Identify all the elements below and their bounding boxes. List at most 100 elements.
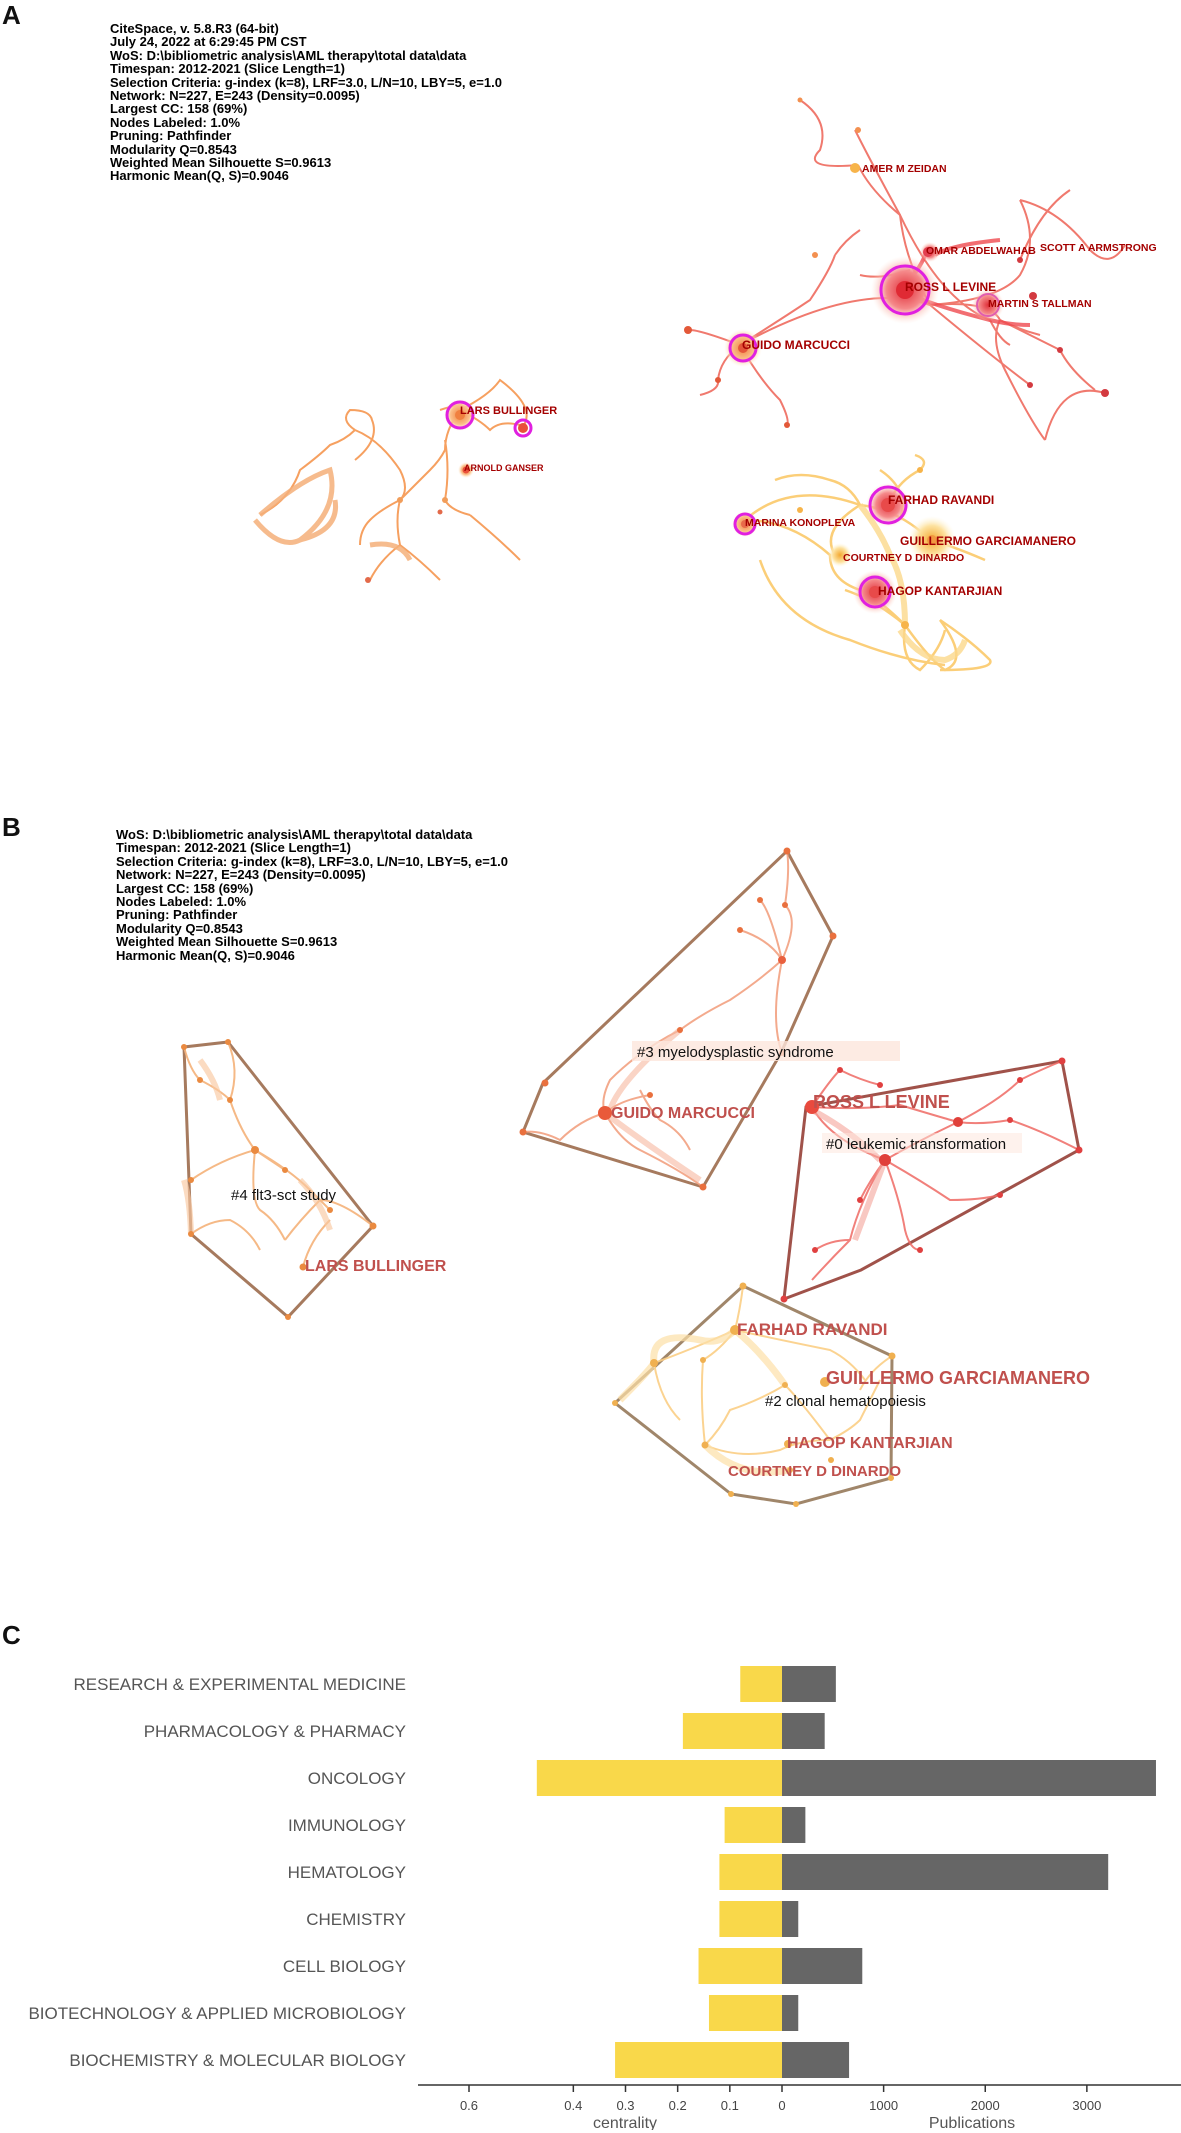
publications-tick-label: 2000 (971, 2098, 1000, 2113)
b-info-line: Largest CC: 158 (69%) (116, 880, 254, 896)
label-guido-marcucci: GUIDO MARCUCCI (742, 338, 850, 352)
publications-bar (782, 2042, 850, 2078)
a-info-line: Network: N=227, E=243 (Density=0.0095) (110, 88, 360, 104)
cluster-hulls (182, 848, 1081, 1506)
publications-bar (782, 1666, 836, 1702)
label-arnold-ganser: ARNOLD GANSER (464, 463, 544, 473)
b-label-farhad-ravandi: FARHAD RAVANDI (737, 1320, 887, 1339)
centrality-bar (708, 1995, 782, 2031)
a-info-line: July 24, 2022 at 6:29:45 PM CST (110, 34, 307, 50)
panel-b-letter: B (2, 812, 21, 842)
centrality-bar (682, 1713, 782, 1749)
panel-c-letter: C (2, 1620, 21, 1650)
label-omar-abdelwahab: OMAR ABDELWAHAB (926, 245, 1036, 257)
panel-b-info-block: WoS: D:\bibliometric analysis\AML therap… (116, 828, 508, 962)
category-label: ONCOLOGY (308, 1769, 406, 1788)
centrality-tick-label: 0.3 (616, 2098, 634, 2113)
centrality-tick-label: 0.2 (669, 2098, 687, 2113)
b-info-line: Timespan: 2012-2021 (Slice Length=1) (116, 840, 351, 856)
publications-bar (782, 1807, 806, 1843)
b-label-lars-bullinger: LARS BULLINGER (305, 1258, 447, 1275)
a-info-line: WoS: D:\bibliometric analysis\AML therap… (110, 47, 467, 63)
a-info-line: Timespan: 2012-2021 (Slice Length=1) (110, 61, 345, 77)
label-lars-bullinger: LARS BULLINGER (460, 405, 557, 417)
category-label: RESEARCH & EXPERIMENTAL MEDICINE (73, 1675, 406, 1694)
publications-bar (782, 1948, 863, 1984)
centrality-tick-label: 0.4 (564, 2098, 582, 2113)
a-info-line: Largest CC: 158 (69%) (110, 101, 248, 117)
b-info-line: Network: N=227, E=243 (Density=0.0095) (116, 867, 366, 883)
panel-a-labels: AMER M ZEIDAN OMAR ABDELWAHAB SCOTT A AR… (460, 163, 1157, 598)
b-info-line: Pruning: Pathfinder (116, 907, 238, 923)
panel-a-network: AMER M ZEIDAN OMAR ABDELWAHAB SCOTT A AR… (253, 97, 1157, 672)
panel-c-bar-chart: RESEARCH & EXPERIMENTAL MEDICINE PHARMACO… (28, 1666, 1181, 2130)
category-label: CHEMISTRY (306, 1910, 406, 1929)
b-info-line: Modularity Q=0.8543 (116, 920, 243, 936)
panel-a-letter: A (2, 0, 21, 30)
centrality-bar (698, 1948, 782, 1984)
b-info-line: Nodes Labeled: 1.0% (116, 894, 247, 910)
centrality-bar (740, 1666, 782, 1702)
centrality-bar (724, 1807, 782, 1843)
b-info-line: Harmonic Mean(Q, S)=0.9046 (116, 947, 295, 963)
b-info-line: Selection Criteria: g-index (k=8), LRF=3… (116, 853, 508, 869)
label-ross-levine: ROSS L LEVINE (905, 280, 996, 294)
label-scott-armstrong: SCOTT A ARMSTRONG (1040, 242, 1157, 254)
panel-b-author-labels: GUIDO MARCUCCI ROSS L LEVINE LARS BULLIN… (305, 1092, 1090, 1480)
centrality-tick-label: 0 (778, 2098, 785, 2113)
cluster-label-2: #2 clonal hematopoiesis (765, 1393, 926, 1410)
category-label: BIOTECHNOLOGY & APPLIED MICROBIOLOGY (28, 2004, 406, 2023)
publications-bar (782, 1760, 1156, 1796)
hull-cluster-4 (182, 1040, 375, 1320)
cluster-label-3: #3 myelodysplastic syndrome (637, 1044, 834, 1061)
panel-b-nodes (181, 847, 1083, 1507)
centrality-tick-label: 0.6 (460, 2098, 478, 2113)
panel-a-info-block: CiteSpace, v. 5.8.R3 (64-bit)July 24, 20… (110, 22, 502, 183)
centrality-bar (719, 1901, 782, 1937)
centrality-bar (536, 1760, 782, 1796)
centrality-tick-label: 0.1 (721, 2098, 739, 2113)
label-martin-tallman: MARTIN S TALLMAN (988, 298, 1092, 310)
publications-axis-label: Publications (929, 2115, 1015, 2130)
category-label: PHARMACOLOGY & PHARMACY (144, 1722, 406, 1741)
publications-tick-label: 1000 (869, 2098, 898, 2113)
label-courtney-dinardo: COURTNEY D DINARDO (843, 552, 964, 564)
centrality-bar (719, 1854, 782, 1890)
b-label-ross-levine: ROSS L LEVINE (813, 1092, 950, 1112)
cluster-labels: #3 myelodysplastic syndrome #0 leukemic … (231, 1041, 1022, 1410)
centrality-bar (615, 2042, 782, 2078)
cluster-yellow-edges-thick (857, 503, 968, 664)
centrality-axis-label: centrality (593, 2115, 657, 2130)
a-info-line: Weighted Mean Silhouette S=0.9613 (110, 155, 332, 171)
label-guillermo-garciamanero: GUILLERMO GARCIAMANERO (900, 534, 1076, 548)
category-label: IMMUNOLOGY (288, 1816, 406, 1835)
label-hagop-kantarjian: HAGOP KANTARJIAN (878, 584, 1002, 598)
category-label: BIOCHEMISTRY & MOLECULAR BIOLOGY (69, 2051, 406, 2070)
label-marina-konopleva: MARINA KONOPLEVA (745, 517, 856, 529)
cluster-orange-edges-thick (253, 466, 413, 562)
a-info-line: Pruning: Pathfinder (110, 128, 232, 144)
category-label: CELL BIOLOGY (283, 1957, 406, 1976)
publications-bar (782, 1854, 1109, 1890)
category-label: HEMATOLOGY (288, 1863, 406, 1882)
cluster-label-4: #4 flt3-sct study (231, 1187, 337, 1204)
publications-tick-label: 3000 (1072, 2098, 1101, 2113)
b-info-line: Weighted Mean Silhouette S=0.9613 (116, 934, 338, 950)
a-info-line: Selection Criteria: g-index (k=8), LRF=3… (110, 74, 502, 90)
b-info-line: WoS: D:\bibliometric analysis\AML therap… (116, 827, 473, 842)
cluster-label-0: #0 leukemic transformation (826, 1136, 1006, 1153)
a-info-line: Harmonic Mean(Q, S)=0.9046 (110, 168, 289, 184)
b-label-hagop-kantarjian: HAGOP KANTARJIAN (787, 1435, 953, 1452)
label-farhad-ravandi: FARHAD RAVANDI (888, 493, 994, 507)
a-info-line: CiteSpace, v. 5.8.R3 (64-bit) (110, 21, 279, 36)
a-info-line: Modularity Q=0.8543 (110, 141, 237, 157)
panel-a-nodes (365, 97, 1109, 629)
label-amer-zeidan: AMER M ZEIDAN (862, 163, 947, 175)
a-info-line: Nodes Labeled: 1.0% (110, 114, 241, 130)
b-label-courtney-dinardo: COURTNEY D DINARDO (728, 1463, 901, 1480)
publications-bar (782, 1713, 825, 1749)
publications-bar (782, 1995, 799, 2031)
b-label-guido-marcucci: GUIDO MARCUCCI (611, 1105, 755, 1122)
b-label-guillermo-garciamanero: GUILLERMO GARCIAMANERO (826, 1368, 1090, 1388)
publications-bar (782, 1901, 799, 1937)
